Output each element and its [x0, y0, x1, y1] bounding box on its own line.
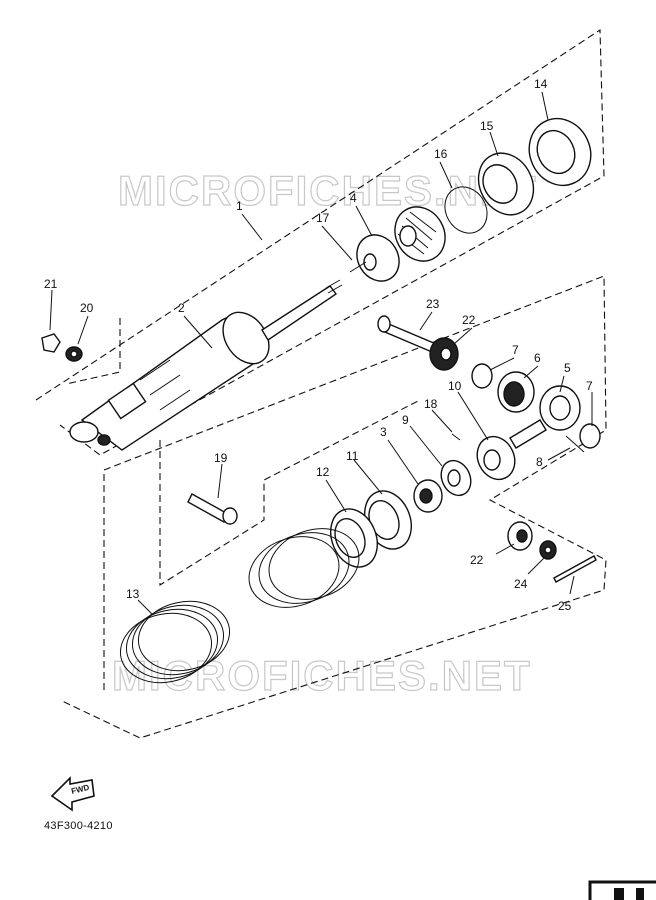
callout-12: 12: [316, 465, 330, 479]
callout-9: 9: [402, 413, 409, 427]
callout-3: 3: [380, 425, 387, 439]
piston-rod: [261, 279, 343, 341]
diagram-code: 43F300-4210: [44, 820, 113, 832]
callout-16: 16: [434, 147, 448, 161]
fwd-label: FWD: [70, 783, 90, 796]
spring-seat-ring: [477, 152, 535, 216]
circlip: [444, 186, 488, 234]
fwd-arrow-icon: FWD: [50, 776, 95, 812]
nut-21: [41, 333, 61, 353]
leader-lines: [49, 91, 593, 615]
lower-eye-5: [509, 385, 581, 449]
spring-cover: [528, 117, 592, 187]
bushing-6: [497, 371, 535, 413]
callout-22b: 22: [470, 553, 484, 567]
cotter-pin-25: [553, 555, 597, 583]
callout-11: 11: [346, 449, 359, 463]
bolt-23: [377, 315, 437, 353]
bolt-19: [187, 493, 238, 525]
callout-13: 13: [126, 587, 140, 601]
ring-3: [413, 479, 443, 513]
callout-4: 4: [350, 191, 357, 205]
callout-2: 2: [178, 301, 185, 315]
callout-15: 15: [480, 119, 494, 133]
callout-19: 19: [214, 451, 228, 465]
rod-pin: [349, 261, 367, 273]
washer-22-top: [429, 337, 459, 371]
callout-7a: 7: [512, 343, 519, 357]
callout-24: 24: [514, 577, 528, 591]
assembly-boundary-lower: [59, 275, 607, 739]
callout-6: 6: [534, 351, 541, 365]
callout-25: 25: [558, 599, 572, 613]
pin-8: [565, 435, 585, 453]
assembly-boundary-upper: [35, 28, 605, 456]
callout-14: 14: [534, 77, 548, 91]
corner-frame: [588, 880, 656, 900]
callout-17: 17: [316, 211, 330, 225]
bump-stop: [356, 234, 400, 282]
callout-21: 21: [44, 277, 58, 291]
callout-8: 8: [536, 455, 543, 469]
watermark-bottom: MICROFICHES.NET: [112, 652, 532, 699]
adjuster-10: [476, 435, 516, 481]
callout-22a: 22: [462, 313, 476, 327]
callout-7b: 7: [586, 379, 593, 393]
spring-pin-18: [451, 433, 461, 441]
callout-23: 23: [426, 297, 440, 311]
callouts: 1 2 3 4 5 6 7 7 8 9 10 11 12 13 14 15 16…: [44, 77, 593, 613]
collar-7-right: [579, 423, 601, 449]
spring-upper: [248, 528, 360, 608]
washer-24: [539, 540, 557, 560]
threaded-collar: [394, 206, 446, 262]
callout-1: 1: [236, 199, 243, 213]
callout-5: 5: [564, 361, 571, 375]
shock-absorber-body: [69, 311, 270, 451]
callout-20: 20: [80, 301, 94, 315]
collar-7-top: [471, 363, 493, 389]
callout-10: 10: [448, 379, 462, 393]
spring-13: [119, 600, 231, 684]
watermark-top: MICROFICHES.NET: [118, 167, 538, 214]
washer-22-bottom: [507, 521, 533, 551]
callout-18: 18: [424, 397, 438, 411]
locknut-9: [440, 459, 472, 497]
